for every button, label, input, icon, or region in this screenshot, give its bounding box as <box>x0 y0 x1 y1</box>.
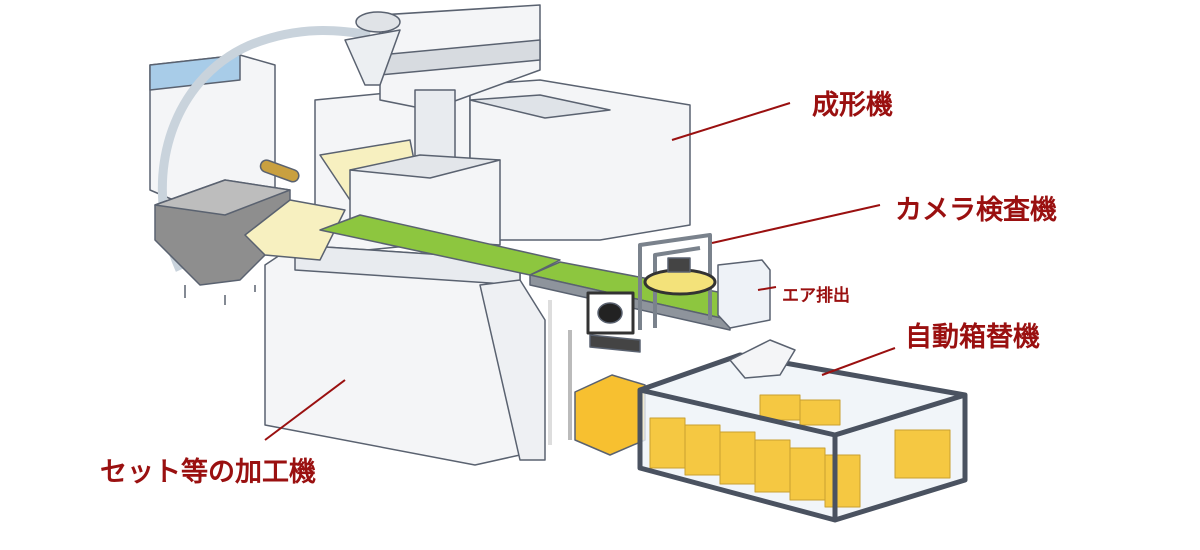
label-camera-inspection: カメラ検査機 <box>895 195 1057 226</box>
ring-light <box>643 268 717 296</box>
camera <box>667 257 691 273</box>
control-cabinet <box>149 54 276 206</box>
label-molding-machine: 成形機 <box>812 90 893 121</box>
label-air-discharge: エア排出 <box>782 286 850 306</box>
label-processing-machine: セット等の加工機 <box>100 457 316 488</box>
conveyor-1 <box>319 214 561 276</box>
processing-machine <box>264 244 546 466</box>
feed-pipe <box>157 26 371 272</box>
material-tube <box>259 159 300 183</box>
cabinet <box>574 374 646 456</box>
auto-box-changer <box>637 339 968 523</box>
label-auto-box-changer: 自動箱替機 <box>905 322 1040 353</box>
air-discharge-box <box>717 259 771 329</box>
leader-lines <box>264 102 896 441</box>
material-hopper <box>154 179 291 305</box>
hopper <box>244 199 346 261</box>
